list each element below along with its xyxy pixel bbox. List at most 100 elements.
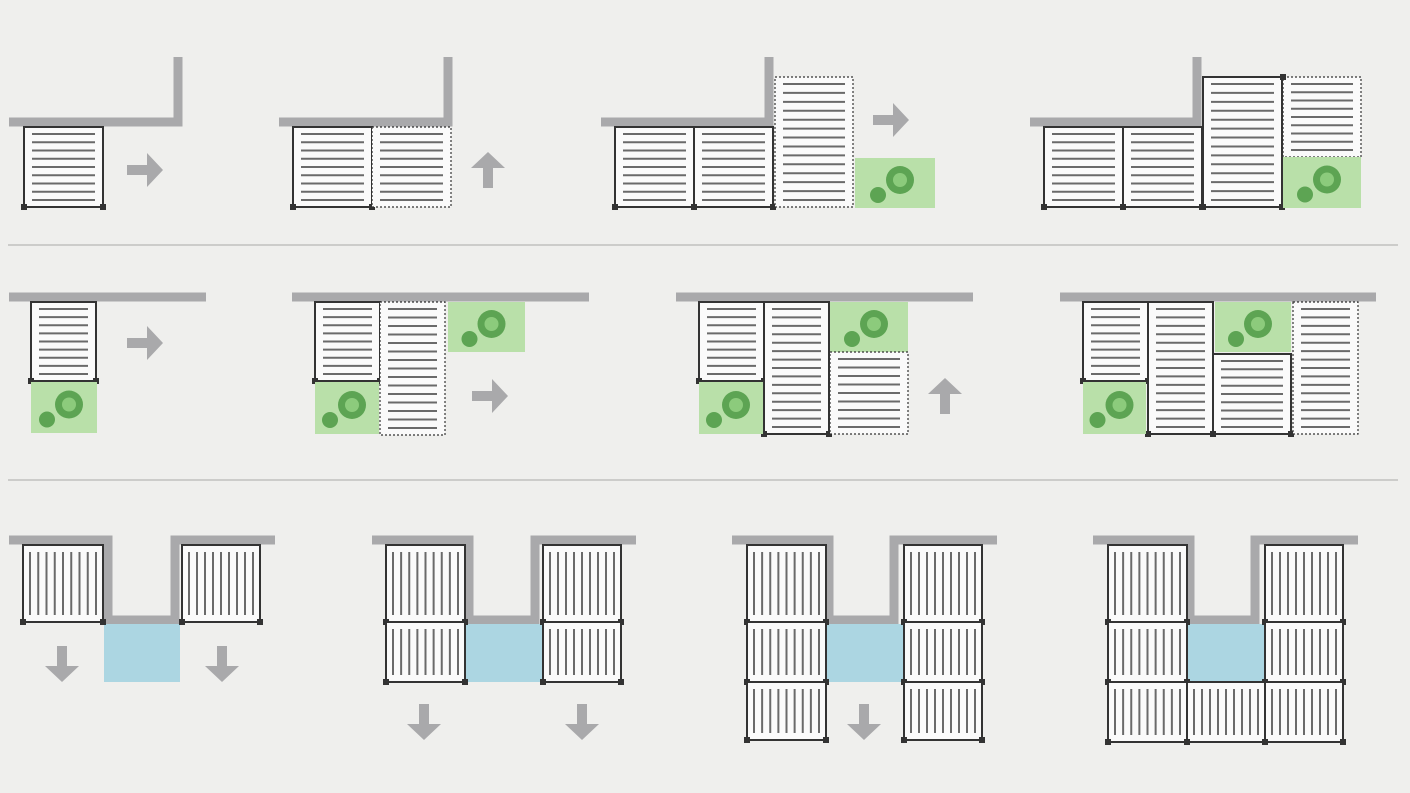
bush-icon bbox=[39, 411, 55, 428]
bush-highlight bbox=[893, 173, 907, 187]
garden bbox=[855, 158, 935, 208]
bush-icon bbox=[1297, 186, 1313, 203]
post bbox=[696, 378, 702, 384]
module-frame bbox=[774, 76, 854, 208]
module bbox=[1184, 681, 1268, 745]
post bbox=[761, 431, 767, 437]
garden bbox=[830, 302, 908, 352]
module bbox=[1262, 681, 1346, 745]
bush-highlight bbox=[1112, 398, 1127, 412]
wall bbox=[1093, 535, 1358, 625]
post bbox=[901, 737, 907, 743]
planned-module bbox=[1282, 76, 1362, 158]
bush-icon bbox=[1089, 412, 1106, 428]
module bbox=[1105, 544, 1190, 625]
garden bbox=[699, 382, 763, 434]
module bbox=[612, 126, 697, 210]
module bbox=[540, 621, 624, 685]
post bbox=[100, 204, 106, 210]
arrow-right-icon bbox=[127, 326, 163, 360]
arrow-down-icon bbox=[847, 704, 881, 740]
post bbox=[612, 204, 618, 210]
wall bbox=[601, 57, 774, 127]
module bbox=[691, 126, 776, 210]
post bbox=[979, 737, 985, 743]
module bbox=[383, 621, 468, 685]
module bbox=[312, 301, 383, 384]
bush-icon bbox=[461, 331, 478, 347]
wall bbox=[279, 57, 453, 127]
post bbox=[312, 378, 318, 384]
arrow-down-icon bbox=[45, 646, 79, 682]
arrow-right-icon bbox=[127, 153, 163, 187]
wall bbox=[9, 57, 183, 127]
post bbox=[823, 737, 829, 743]
arrow-down-icon bbox=[565, 704, 599, 740]
module bbox=[1105, 621, 1190, 685]
post bbox=[1041, 204, 1047, 210]
post bbox=[28, 378, 34, 384]
bush-icon bbox=[322, 412, 338, 428]
arrow-up-icon bbox=[471, 152, 505, 188]
module bbox=[901, 544, 985, 625]
garden bbox=[1083, 382, 1146, 434]
module bbox=[28, 301, 99, 384]
post bbox=[93, 378, 99, 384]
wall bbox=[9, 535, 275, 625]
pool bbox=[826, 624, 904, 682]
bush-icon bbox=[844, 331, 860, 347]
arrow-up-icon bbox=[928, 378, 962, 414]
post bbox=[744, 737, 750, 743]
post bbox=[618, 679, 624, 685]
module bbox=[901, 681, 985, 743]
arrow-down-icon bbox=[205, 646, 239, 682]
planned-module bbox=[774, 76, 854, 208]
module bbox=[761, 301, 832, 437]
bush-highlight bbox=[1320, 172, 1334, 187]
module bbox=[1262, 621, 1346, 685]
module bbox=[540, 544, 624, 625]
module bbox=[1262, 544, 1346, 625]
bush-highlight bbox=[484, 317, 499, 331]
post bbox=[1279, 204, 1285, 210]
module bbox=[744, 621, 829, 685]
bush-highlight bbox=[729, 398, 743, 412]
post bbox=[1080, 378, 1086, 384]
module bbox=[901, 621, 985, 685]
planned-module bbox=[379, 301, 446, 436]
arrow-right-icon bbox=[472, 379, 508, 413]
post bbox=[1262, 739, 1268, 745]
post bbox=[1145, 431, 1151, 437]
module bbox=[1145, 301, 1216, 437]
planned-module bbox=[1292, 301, 1359, 435]
module bbox=[744, 544, 829, 625]
wall bbox=[372, 535, 636, 625]
post bbox=[1340, 739, 1346, 745]
post bbox=[826, 431, 832, 437]
module bbox=[1210, 353, 1294, 437]
post bbox=[462, 679, 468, 685]
post bbox=[290, 204, 296, 210]
module-frame bbox=[1202, 76, 1283, 208]
bush-icon bbox=[870, 187, 886, 203]
post bbox=[20, 619, 26, 625]
bush-icon bbox=[1228, 331, 1244, 347]
garden bbox=[31, 382, 97, 433]
garden bbox=[1215, 302, 1291, 352]
bush-icon bbox=[706, 412, 722, 428]
module bbox=[696, 301, 767, 384]
pool bbox=[104, 624, 180, 682]
module bbox=[179, 544, 263, 625]
module bbox=[1120, 126, 1205, 210]
post bbox=[691, 204, 697, 210]
module bbox=[744, 681, 829, 743]
wall bbox=[1030, 57, 1202, 127]
pool bbox=[1187, 624, 1265, 682]
post bbox=[1105, 739, 1111, 745]
garden bbox=[315, 382, 379, 434]
module bbox=[21, 126, 106, 210]
post bbox=[21, 204, 27, 210]
module bbox=[383, 544, 468, 625]
